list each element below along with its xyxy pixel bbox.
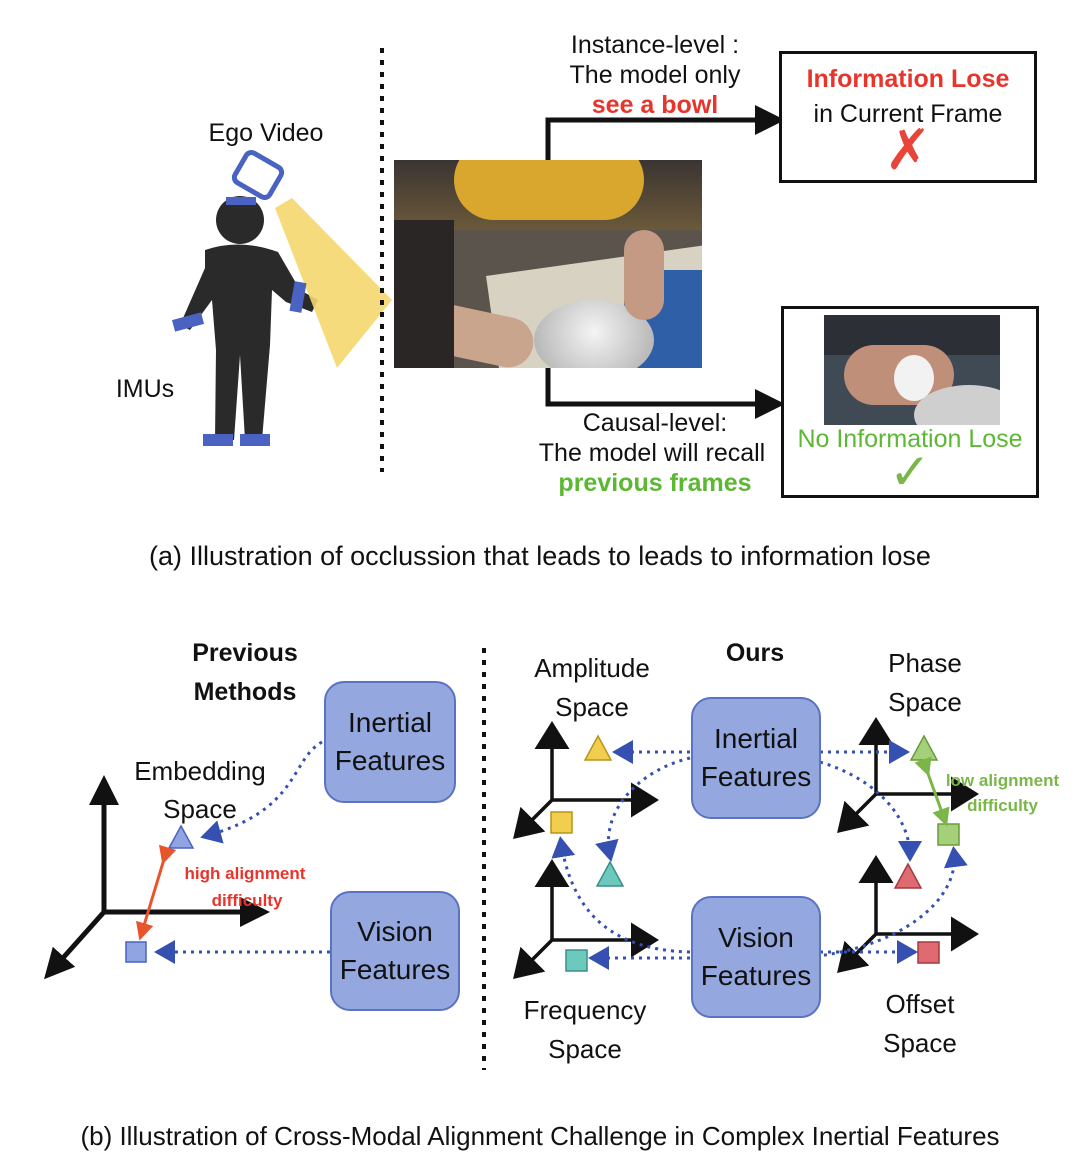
arrow-instance — [545, 105, 785, 162]
triangle-offset — [893, 862, 923, 889]
check-icon: ✓ — [889, 444, 931, 500]
previous-frame-photo — [824, 315, 1000, 425]
arrow-vision-to-amplitude — [551, 836, 691, 954]
result-top-subtitle: in Current Frame — [813, 100, 1003, 128]
imu-markers — [171, 281, 307, 446]
previous-title-line2: Methods — [193, 678, 297, 706]
ours-vision-line2: Features — [700, 960, 812, 991]
causal-line2: The model will recall — [538, 439, 766, 467]
high-difficulty-line1: high alignment — [184, 864, 306, 883]
camera-icon — [226, 149, 285, 205]
square-offset — [917, 941, 940, 964]
previous-vision-features: Vision Features — [330, 891, 460, 1011]
amplitude-line1: Amplitude — [534, 653, 650, 683]
ego-video-label: Ego Video — [208, 119, 324, 147]
previous-inertial-features: Inertial Features — [324, 681, 456, 803]
view-cone — [275, 198, 392, 368]
previous-vision-line1: Vision — [357, 916, 433, 947]
triangle-embedding — [167, 824, 195, 849]
dotted-arrow-inertial-to-embedding — [200, 740, 323, 844]
low-difficulty-arrow — [914, 756, 950, 827]
arrow-inertial-to-frequency — [595, 756, 691, 862]
ours-vision-line1: Vision — [718, 922, 794, 953]
offset-line2: Space — [883, 1028, 957, 1058]
instance-highlight: see a bowl — [591, 91, 719, 119]
ours-inertial-line1: Inertial — [713, 723, 799, 754]
instance-line2: The model only — [569, 61, 741, 89]
arrow-inertial-to-offset — [819, 760, 922, 862]
square-embedding — [125, 941, 147, 963]
previous-title-line1: Previous — [192, 639, 298, 667]
causal-line1: Causal-level: — [582, 409, 728, 437]
high-difficulty-arrow — [135, 844, 177, 941]
caption-a: (a) Illustration of occlussion that lead… — [149, 541, 931, 571]
ego-frame-photo — [394, 160, 702, 368]
result-box-top: Information Lose in Current Frame ✗ — [779, 51, 1037, 183]
phase-line2: Space — [888, 687, 962, 717]
ours-vision-features: Vision Features — [691, 896, 821, 1018]
square-frequency — [565, 949, 588, 972]
embedding-space-line1: Embedding — [134, 756, 266, 786]
ours-dotted-arrows — [551, 740, 968, 970]
offset-axes — [837, 855, 979, 973]
cross-icon: ✗ — [884, 118, 932, 181]
phase-line1: Phase — [888, 648, 962, 678]
frequency-axes — [513, 859, 659, 979]
arrow-causal — [545, 368, 785, 419]
square-amplitude — [550, 811, 573, 834]
square-phase — [937, 823, 960, 846]
amplitude-line2: Space — [555, 692, 629, 722]
result-top-title: Information Lose — [806, 65, 1010, 93]
result-box-bottom: No Information Lose ✓ — [781, 306, 1039, 500]
amplitude-axes — [513, 721, 659, 839]
embedding-axes — [44, 775, 270, 980]
result-bottom-title: No Information Lose — [797, 425, 1023, 453]
caption-b: (b) Illustration of Cross-Modal Alignmen… — [80, 1121, 1000, 1151]
ours-inertial-features: Inertial Features — [691, 697, 821, 819]
ours-inertial-line2: Features — [700, 761, 812, 792]
high-difficulty-line2: difficulty — [211, 891, 283, 910]
previous-inertial-line2: Features — [334, 745, 446, 776]
triangle-frequency — [595, 860, 625, 887]
previous-inertial-line1: Inertial — [347, 707, 433, 738]
embedding-space-line2: Space — [163, 794, 237, 824]
previous-vision-line2: Features — [339, 954, 451, 985]
triangle-phase — [909, 734, 939, 761]
triangle-amplitude — [583, 734, 613, 761]
instance-line1: Instance-level : — [570, 31, 740, 59]
imus-label: IMUs — [115, 375, 175, 403]
low-difficulty-line2: difficulty — [967, 796, 1038, 815]
frequency-line2: Space — [548, 1034, 622, 1064]
ours-title: Ours — [725, 639, 785, 667]
offset-line1: Offset — [885, 989, 955, 1019]
person-figure — [180, 196, 318, 440]
low-difficulty-line1: low alignment — [945, 771, 1060, 790]
causal-highlight: previous frames — [558, 469, 752, 497]
frequency-line1: Frequency — [523, 995, 647, 1025]
